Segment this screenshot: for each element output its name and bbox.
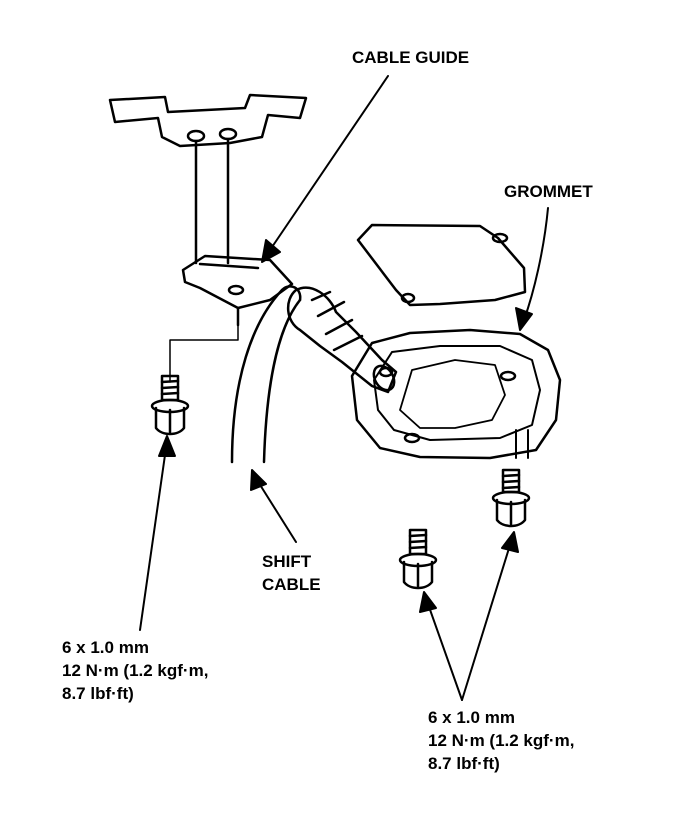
- right-bolt-lower-arrow: [427, 603, 463, 701]
- left-bolt-spec-size: 6 x 1.0 mm: [62, 638, 149, 657]
- shift-cable: [230, 285, 302, 464]
- right-bolt-spec-torque: 12 N·m (1.2 kgf·m,: [428, 731, 575, 750]
- grommet-label-text: GROMMET: [504, 182, 593, 201]
- left-bolt: [150, 374, 190, 436]
- shift-cable-label-line-2: CABLE: [262, 575, 321, 594]
- left-bolt-spec-torque: 12 N·m (1.2 kgf·m,: [62, 661, 209, 680]
- shift-cable-label: SHIFT CABLE: [262, 550, 321, 596]
- right-bolt-spec: 6 x 1.0 mm 12 N·m (1.2 kgf·m, 8.7 lbf·ft…: [428, 706, 574, 775]
- cable-guide: [181, 254, 294, 327]
- right-bolt-lower: [398, 528, 438, 590]
- left-bolt-spec: 6 x 1.0 mm 12 N·m (1.2 kgf·m, 8.7 lbf·ft…: [62, 636, 208, 705]
- cable-guide-arrow: [269, 75, 389, 251]
- cable-boot: [287, 286, 398, 394]
- grommet-housing: [350, 328, 562, 460]
- right-bolt-spec-size: 6 x 1.0 mm: [428, 708, 515, 727]
- shift-cable-arrow: [256, 479, 297, 543]
- left-bolt-arrow: [139, 447, 167, 631]
- callout-arrows: [139, 75, 549, 701]
- right-bolt-upper: [491, 468, 531, 528]
- grommet-label: GROMMET: [504, 180, 593, 203]
- left-bolt-leader: [169, 324, 239, 383]
- cover-plate: [356, 223, 527, 307]
- cable-guide-label-text: CABLE GUIDE: [352, 48, 470, 67]
- right-bolt-spec-torque-imperial: 8.7 lbf·ft): [428, 754, 500, 773]
- cable-guide-label: CABLE GUIDE: [352, 46, 469, 69]
- right-bolt-upper-arrow: [461, 544, 511, 701]
- upper-bracket: [108, 93, 308, 265]
- left-bolt-spec-torque-imperial: 8.7 lbf·ft): [62, 684, 134, 703]
- shift-cable-label-line-1: SHIFT: [262, 552, 312, 571]
- grommet-arrow: [523, 207, 549, 321]
